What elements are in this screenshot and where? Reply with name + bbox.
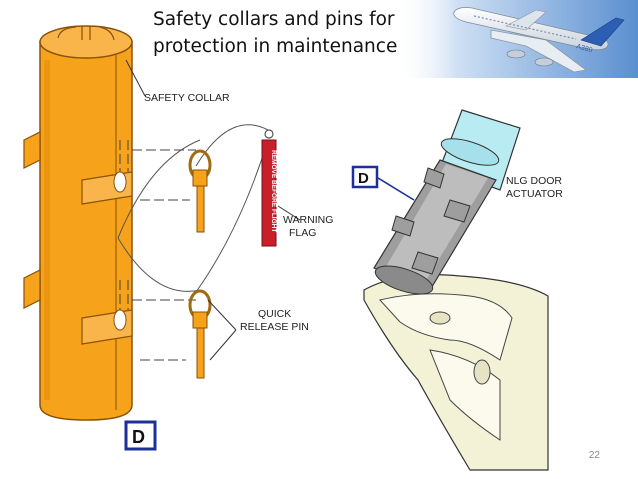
- nlg-door-actuator-illustration: [373, 109, 521, 295]
- detail-marker-bottom: D: [124, 420, 157, 451]
- aircraft-icon: A380: [453, 7, 625, 73]
- nlg-door-actuator-label-line2: ACTUATOR: [506, 188, 563, 200]
- safety-collar-label: SAFETY COLLAR: [144, 92, 230, 104]
- nlg-bracket-illustration: [363, 274, 549, 471]
- quick-release-label-line2: RELEASE PIN: [240, 321, 309, 333]
- svg-text:D: D: [132, 427, 145, 447]
- warning-flag-label-line1: WARNING: [283, 214, 333, 226]
- warning-flag-icon: REMOVE BEFORE FLIGHT: [261, 129, 277, 247]
- pin-guide-lines: [119, 140, 196, 361]
- page-number: 22: [588, 450, 600, 461]
- warning-flag-label-line2: FLAG: [289, 227, 316, 239]
- aircraft-banner: A380: [396, 0, 638, 78]
- quick-release-label-line1: QUICK: [258, 308, 291, 320]
- slide-title: Safety collars and pins for protection i…: [153, 6, 453, 60]
- flag-text: REMOVE BEFORE FLIGHT: [270, 150, 277, 232]
- callout-labels: SAFETY COLLAR WARNING FLAG QUICK RELEASE…: [144, 92, 563, 333]
- detail-marker-top: D: [351, 165, 379, 189]
- safety-collar-illustration: [23, 25, 133, 421]
- title-line-2: protection in maintenance: [153, 36, 398, 57]
- title-line-1: Safety collars and pins for: [153, 9, 395, 30]
- svg-text:A380: A380: [575, 43, 593, 54]
- quick-release-pin-icon: [188, 149, 212, 379]
- nlg-door-actuator-label-line1: NLG DOOR: [506, 175, 562, 187]
- lanyards: [117, 124, 269, 293]
- svg-text:D: D: [358, 170, 369, 187]
